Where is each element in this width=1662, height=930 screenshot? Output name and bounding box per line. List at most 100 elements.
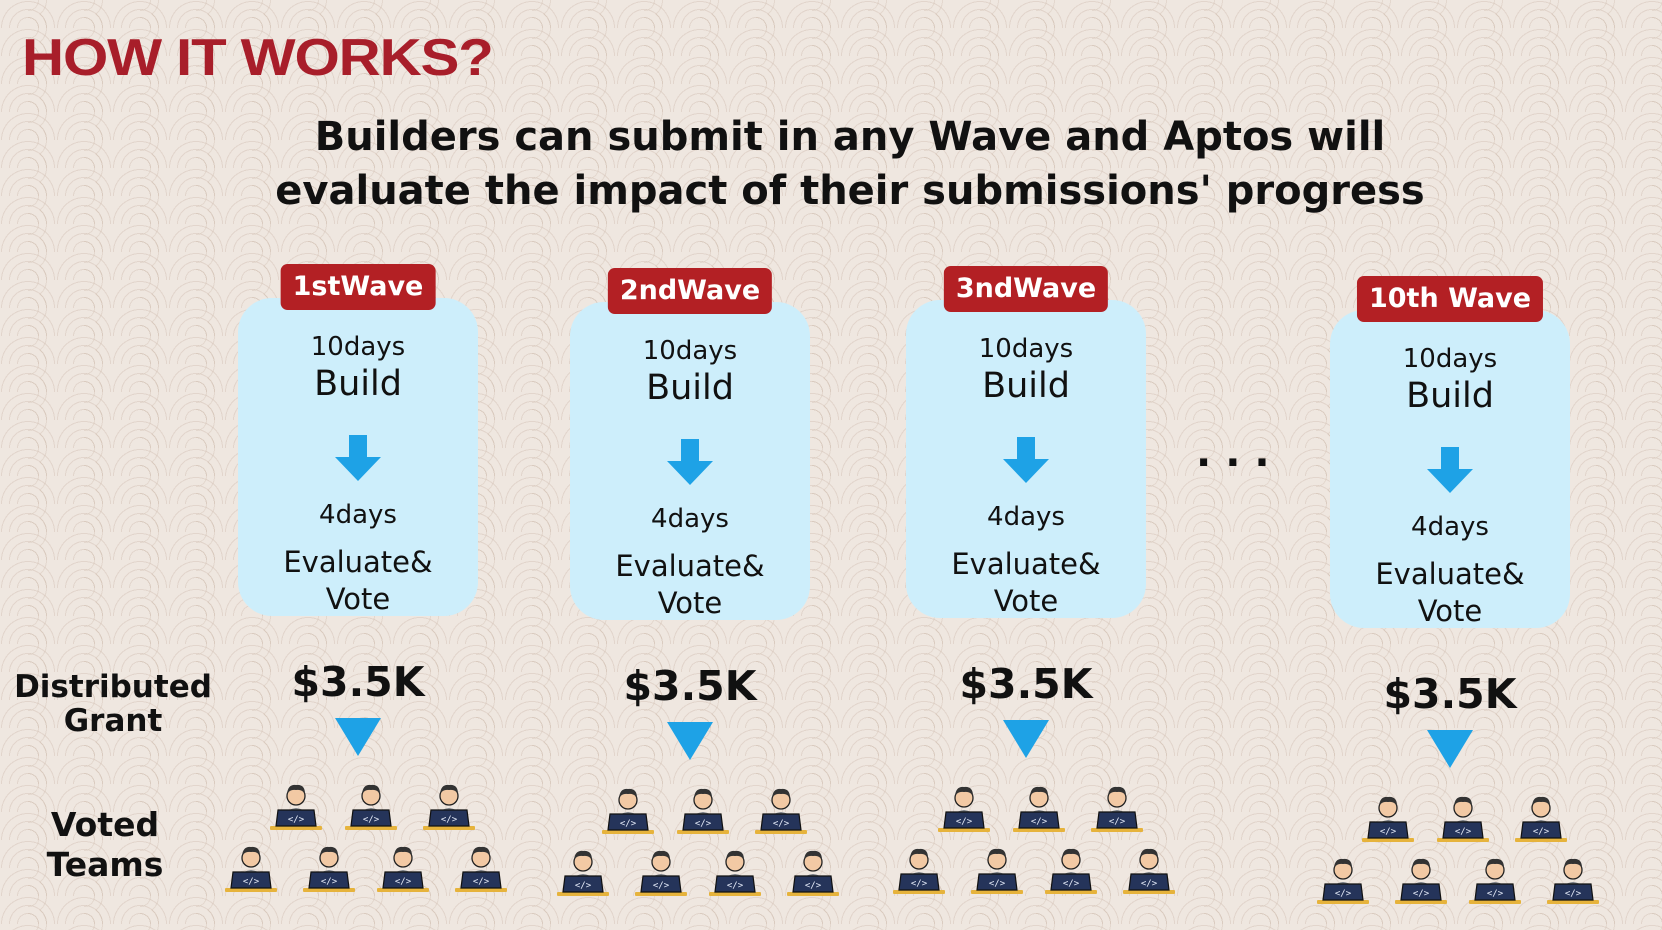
- build-duration: 10days: [642, 336, 738, 366]
- voted-teams-line-2: Teams: [46, 845, 164, 884]
- evaluate-phase-label: Evaluate&: [1375, 557, 1525, 591]
- developer-at-laptop-icon: </>: [1089, 778, 1145, 834]
- subtitle-line-2: evaluate the impact of their submissions…: [275, 168, 1425, 214]
- developer-at-laptop-icon: </>: [1121, 840, 1177, 896]
- developer-at-laptop-icon: </>: [421, 776, 477, 832]
- svg-text:</>: </>: [1533, 827, 1550, 837]
- svg-text:</>: </>: [1031, 817, 1048, 827]
- wave-badge: 10th Wave: [1356, 276, 1544, 322]
- developer-at-laptop-icon: </>: [675, 780, 731, 836]
- svg-text:</>: </>: [575, 881, 592, 891]
- developer-at-laptop-icon: </>: [268, 776, 324, 832]
- svg-text:</>: </>: [363, 815, 380, 825]
- svg-text:</>: </>: [1455, 827, 1472, 837]
- developer-at-laptop-icon: </>: [753, 780, 809, 836]
- grant-amount: $3.5K: [1383, 670, 1517, 718]
- vote-phase-label: Vote: [325, 582, 391, 616]
- svg-text:</>: </>: [1335, 889, 1352, 899]
- wave-badge: 3ndWave: [943, 266, 1109, 312]
- evaluate-duration: 4days: [319, 500, 397, 530]
- developer-at-laptop-icon: </>: [1513, 788, 1569, 844]
- build-duration: 10days: [978, 334, 1074, 364]
- svg-text:</>: </>: [1413, 889, 1430, 899]
- developer-at-laptop-icon: </>: [936, 778, 992, 834]
- wave-badge: 1stWave: [280, 264, 436, 310]
- evaluate-duration: 4days: [651, 504, 729, 534]
- evaluate-phase-label: Evaluate&: [951, 547, 1101, 581]
- distributed-grant-line-1: Distributed: [14, 669, 212, 705]
- svg-text:</>: </>: [1487, 889, 1504, 899]
- developer-at-laptop-icon: </>: [891, 840, 947, 896]
- svg-text:</>: </>: [989, 879, 1006, 889]
- developer-at-laptop-icon: </>: [1360, 788, 1416, 844]
- arrow-down-icon: [1425, 445, 1475, 499]
- svg-text:</>: </>: [243, 877, 260, 887]
- subtitle-line-1: Builders can submit in any Wave and Apto…: [314, 114, 1386, 160]
- svg-text:</>: </>: [695, 819, 712, 829]
- evaluate-duration: 4days: [1411, 512, 1489, 542]
- grant-amount: $3.5K: [623, 662, 757, 710]
- build-phase-label: Build: [982, 366, 1070, 406]
- developer-at-laptop-icon: </>: [1011, 778, 1067, 834]
- arrow-down-icon: [1001, 435, 1051, 489]
- svg-text:</>: </>: [441, 815, 458, 825]
- developer-at-laptop-icon: </>: [343, 776, 399, 832]
- developer-at-laptop-icon: </>: [633, 842, 689, 898]
- developer-at-laptop-icon: </>: [1435, 788, 1491, 844]
- build-phase-label: Build: [646, 368, 734, 408]
- triangle-down-icon: [1003, 720, 1049, 758]
- build-duration: 10days: [1402, 344, 1498, 374]
- vote-phase-label: Vote: [657, 586, 723, 620]
- svg-text:</>: </>: [473, 877, 490, 887]
- developer-at-laptop-icon: </>: [453, 838, 509, 894]
- svg-text:</>: </>: [620, 819, 637, 829]
- svg-text:</>: </>: [956, 817, 973, 827]
- developer-at-laptop-icon: </>: [375, 838, 431, 894]
- developer-at-laptop-icon: </>: [969, 840, 1025, 896]
- developer-at-laptop-icon: </>: [1467, 850, 1523, 906]
- vote-phase-label: Vote: [1417, 594, 1483, 628]
- svg-text:</>: </>: [1063, 879, 1080, 889]
- voted-teams-label: Voted Teams: [0, 805, 210, 885]
- build-phase-label: Build: [1406, 376, 1494, 416]
- page-subtitle: Builders can submit in any Wave and Apto…: [200, 110, 1500, 218]
- svg-text:</>: </>: [1141, 879, 1158, 889]
- arrow-down-icon: [333, 433, 383, 487]
- svg-text:</>: </>: [1565, 889, 1582, 899]
- triangle-down-icon: [1427, 730, 1473, 768]
- developer-at-laptop-icon: </>: [600, 780, 656, 836]
- svg-text:</>: </>: [1109, 817, 1126, 827]
- developer-at-laptop-icon: </>: [1043, 840, 1099, 896]
- evaluate-duration: 4days: [987, 502, 1065, 532]
- distributed-grant-label: Distributed Grant: [8, 670, 218, 738]
- grant-amount: $3.5K: [959, 660, 1093, 708]
- build-duration: 10days: [310, 332, 406, 362]
- developer-at-laptop-icon: </>: [1315, 850, 1371, 906]
- svg-text:</>: </>: [321, 877, 338, 887]
- developer-at-laptop-icon: </>: [1545, 850, 1601, 906]
- developer-at-laptop-icon: </>: [301, 838, 357, 894]
- page-title: HOW IT WORKS?: [22, 29, 494, 87]
- developer-at-laptop-icon: </>: [707, 842, 763, 898]
- arrow-down-icon: [665, 437, 715, 491]
- svg-text:</>: </>: [911, 879, 928, 889]
- svg-text:</>: </>: [727, 881, 744, 891]
- ellipsis-more-waves: ...: [1196, 430, 1284, 476]
- svg-text:</>: </>: [1380, 827, 1397, 837]
- developer-at-laptop-icon: </>: [555, 842, 611, 898]
- developer-at-laptop-icon: </>: [785, 842, 841, 898]
- triangle-down-icon: [667, 722, 713, 760]
- voted-teams-line-1: Voted: [50, 805, 160, 844]
- grant-amount: $3.5K: [291, 658, 425, 706]
- svg-text:</>: </>: [653, 881, 670, 891]
- distributed-grant-line-2: Grant: [63, 703, 163, 739]
- svg-text:</>: </>: [395, 877, 412, 887]
- evaluate-phase-label: Evaluate&: [615, 549, 765, 583]
- svg-text:</>: </>: [288, 815, 305, 825]
- triangle-down-icon: [335, 718, 381, 756]
- developer-at-laptop-icon: </>: [1393, 850, 1449, 906]
- developer-at-laptop-icon: </>: [223, 838, 279, 894]
